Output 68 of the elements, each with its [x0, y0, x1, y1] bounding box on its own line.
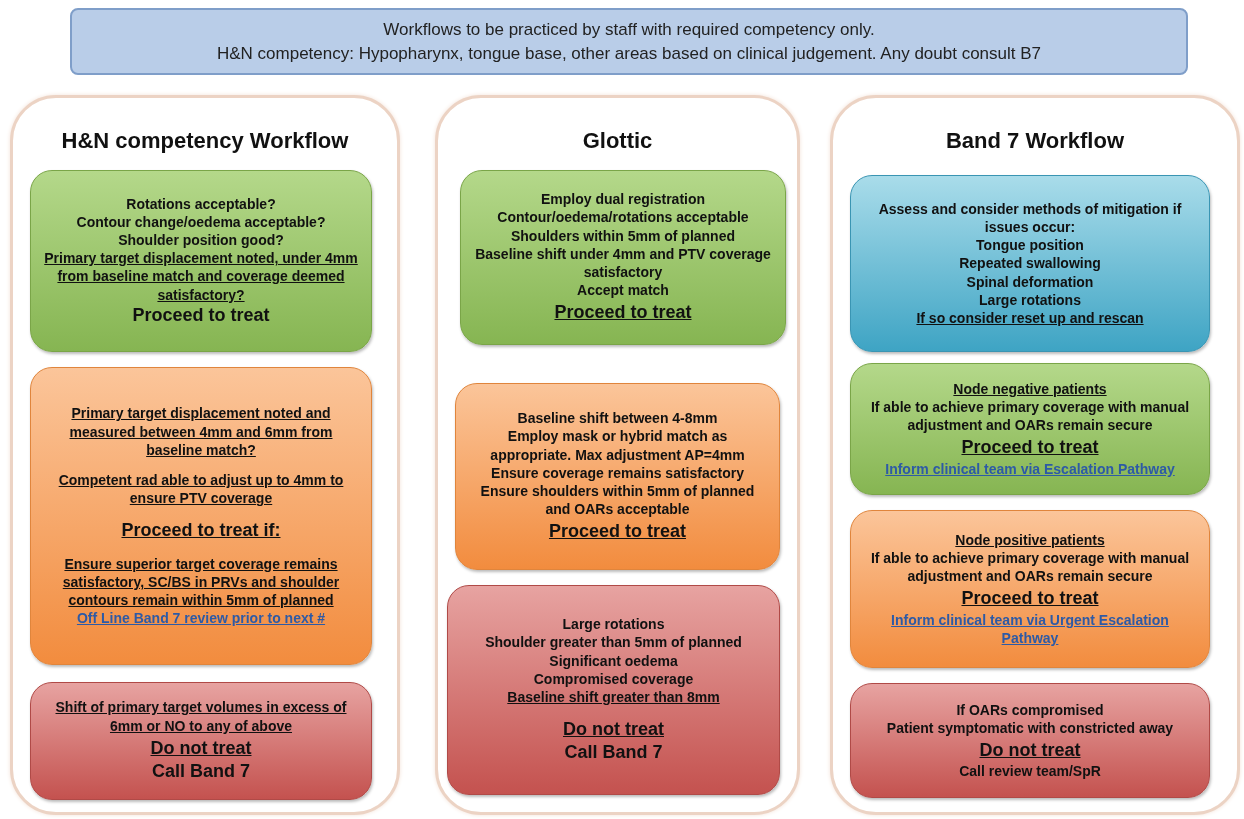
proceed-card	[850, 363, 1210, 495]
instruction-text: Compromised coverage	[533, 669, 694, 688]
instruction-text: Call review team/SpR	[959, 762, 1101, 781]
instruction-text: Shoulder greater than 5mm of planned	[485, 633, 742, 652]
action-heading: Proceed to treat	[961, 436, 1099, 460]
instruction-text: Significant oedema	[549, 651, 678, 670]
instruction-text: Shoulders within 5mm of planned	[511, 226, 735, 245]
caution-card	[455, 383, 780, 570]
notice-banner	[70, 8, 1188, 75]
proceed-card	[460, 170, 786, 345]
instruction-text: Spinal deformation	[966, 272, 1094, 291]
panel-heading: H&N competency Workflow	[60, 128, 350, 154]
instruction-text: Employ dual registration	[540, 190, 706, 209]
workflow-panel	[10, 95, 400, 815]
instruction-text: Node positive patients	[955, 530, 1105, 549]
instruction-text: Shift of primary target volumes in excess of 6mm or NO to any of above	[54, 698, 348, 735]
action-heading: Do not treat	[563, 718, 664, 742]
instruction-text: Shoulder position good?	[118, 231, 284, 250]
escalation-link: Inform clinical team via Urgent Escalation Pathway	[890, 610, 1170, 648]
action-heading: Proceed to treat if:	[121, 519, 281, 543]
escalation-link: Inform clinical team via Escalation Pathway	[885, 459, 1175, 479]
instruction-text: If able to achieve primary coverage with manual adjustment and OARs remain secure	[869, 549, 1191, 586]
instruction-text: Primary target displacement noted, under 4mm from baseline match and coverage deemed satisfactory?	[43, 249, 359, 304]
instruction-text: Primary target displacement noted and measured between 4mm and 6mm from baseline match?	[68, 404, 334, 459]
instruction-text: Ensure shoulders within 5mm of planned and OARs acceptable	[479, 482, 756, 519]
notice-text: H&N competency: Hypopharynx, tongue base, other areas based on clinical judgement. Any doubt consult B7	[216, 43, 1042, 64]
action-heading: Do not treat	[979, 738, 1081, 762]
action-heading: Call Band 7	[564, 741, 663, 765]
instruction-text: Employ mask or hybrid match as appropriate. Max adjustment AP=4mm	[489, 427, 746, 464]
instruction-text: Patient symptomatic with constricted away	[886, 718, 1174, 737]
stop-card	[30, 682, 372, 800]
instruction-text: Repeated swallowing	[959, 254, 1101, 273]
stop-card	[447, 585, 780, 795]
action-heading: Proceed to treat	[554, 301, 692, 325]
notice-text: Workflows to be practiced by staff with required competency only.	[383, 19, 875, 40]
instruction-text: Ensure superior target coverage remains satisfactory, SC/BS in PRVs and shoulder contours remain within 5mm of planned	[61, 554, 341, 610]
escalation-link: Off Line Band 7 review prior to next #	[76, 609, 326, 628]
action-heading: Proceed to treat	[132, 303, 270, 327]
instruction-text: Large rotations	[562, 615, 665, 634]
instruction-text: Ensure coverage remains satisfactory	[491, 463, 744, 482]
workflow-panel	[435, 95, 800, 815]
assessment-card	[850, 175, 1210, 352]
action-heading: Do not treat	[150, 736, 252, 760]
instruction-text: Contour/oedema/rotations acceptable	[497, 208, 749, 227]
instruction-text: If OARs compromised	[956, 700, 1104, 719]
instruction-text: Baseline shift between 4-8mm	[517, 409, 718, 428]
caution-card	[30, 367, 372, 665]
instruction-text: Baseline shift under 4mm and PTV coverage satisfactory	[474, 244, 772, 282]
caution-card	[850, 510, 1210, 668]
instruction-text: If so consider reset up and rescan	[916, 308, 1144, 328]
instruction-text: Competent rad able to adjust up to 4mm to ensure PTV coverage	[57, 471, 345, 508]
instruction-text: Contour change/oedema acceptable?	[76, 212, 326, 232]
panel-heading: Band 7 Workflow	[944, 128, 1126, 154]
workflow-panel	[830, 95, 1240, 815]
instruction-text: Accept match	[577, 281, 669, 300]
instruction-text: Assess and consider methods of mitigation if issues occur:	[877, 199, 1183, 237]
instruction-text: If able to achieve primary coverage with manual adjustment and OARs remain secure	[869, 398, 1191, 435]
instruction-text: Large rotations	[979, 290, 1081, 309]
action-heading: Proceed to treat	[961, 587, 1099, 611]
action-heading: Call Band 7	[152, 760, 250, 784]
action-heading: Proceed to treat	[548, 520, 686, 544]
instruction-text: Tongue position	[976, 236, 1084, 255]
instruction-text: Baseline shift greater than 8mm	[507, 687, 720, 707]
panel-heading: Glottic	[581, 128, 654, 154]
stop-card	[850, 683, 1210, 798]
instruction-text: Node negative patients	[953, 379, 1107, 399]
proceed-card	[30, 170, 372, 352]
instruction-text: Rotations acceptable?	[126, 194, 276, 213]
